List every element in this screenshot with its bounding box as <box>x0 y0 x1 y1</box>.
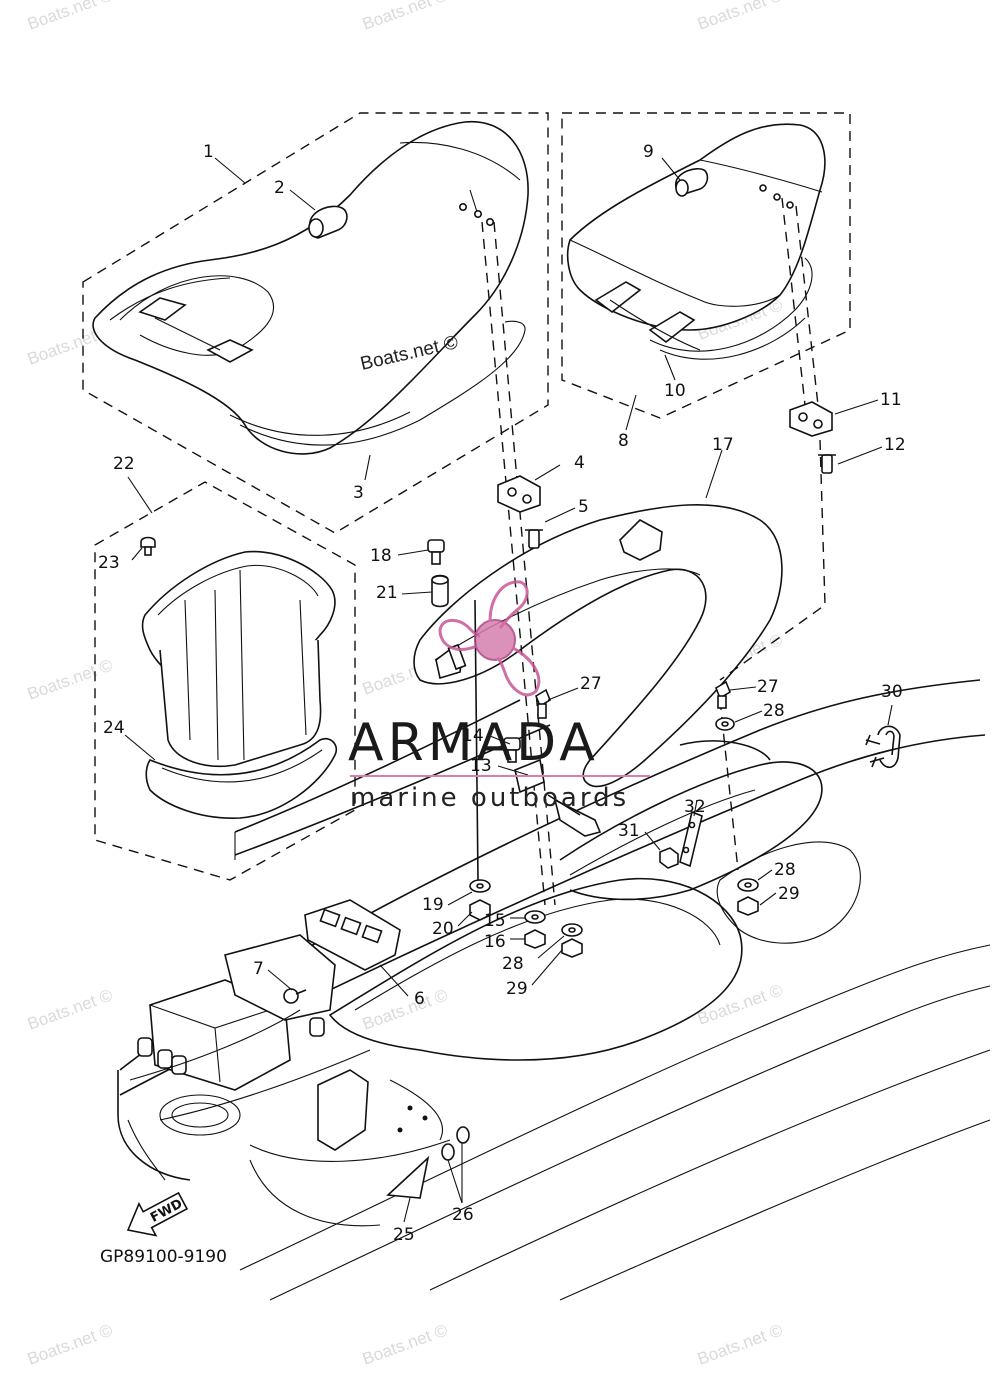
callout-7: 7 <box>253 959 264 979</box>
watermark-tile: Boats.net © <box>360 1320 451 1368</box>
callout-9: 9 <box>643 142 654 162</box>
brand-tagline: marine outboards <box>350 783 629 813</box>
callout-20: 20 <box>432 919 454 939</box>
callout-28a: 28 <box>763 701 785 721</box>
watermark-tile: Boats.net © <box>695 1320 786 1368</box>
rear-seat-group <box>561 112 851 419</box>
callout-23: 23 <box>98 553 120 573</box>
callout-16: 16 <box>484 932 506 952</box>
callout-29b: 29 <box>778 884 800 904</box>
drawing-code: GP89100-9190 <box>100 1247 227 1267</box>
callout-17: 17 <box>712 435 734 455</box>
watermark-tile: Boats.net © <box>25 0 116 34</box>
callout-18: 18 <box>370 546 392 566</box>
callout-3: 3 <box>353 483 364 503</box>
callout-labels: 1 2 3 4 5 6 7 8 9 10 11 12 13 14 15 16 1… <box>98 142 906 1245</box>
watermark-tile: Boats.net © <box>360 0 451 34</box>
callout-13: 13 <box>470 756 492 776</box>
callout-27b: 27 <box>757 677 779 697</box>
storage-box-group <box>94 481 356 881</box>
callout-28c: 28 <box>774 860 796 880</box>
callout-28b: 28 <box>502 954 524 974</box>
callout-14: 14 <box>462 726 484 746</box>
fwd-arrow-icon <box>126 1191 189 1237</box>
front-seat-group: Boats.net © <box>82 112 549 534</box>
watermark-tile: Boats.net © <box>695 0 786 34</box>
callout-22: 22 <box>113 454 135 474</box>
callout-15: 15 <box>484 911 506 931</box>
callout-29a: 29 <box>506 979 528 999</box>
callout-8: 8 <box>618 431 629 451</box>
watermark-tile: Boats.net © <box>25 1320 116 1368</box>
callout-12: 12 <box>884 435 906 455</box>
callout-30: 30 <box>881 682 903 702</box>
callout-19: 19 <box>422 895 444 915</box>
callout-10: 10 <box>664 381 686 401</box>
propeller-icon <box>438 580 541 697</box>
callout-24: 24 <box>103 718 125 738</box>
callout-2: 2 <box>274 178 285 198</box>
callout-11: 11 <box>880 390 902 410</box>
callout-31: 31 <box>618 821 640 841</box>
callout-32: 32 <box>684 797 706 817</box>
leader-lines <box>124 157 893 1223</box>
watermark-tile: Boats.net © <box>25 655 116 703</box>
callout-5: 5 <box>578 497 589 517</box>
watermark-tile: Boats.net © <box>25 985 116 1033</box>
warning-plate <box>386 1155 430 1199</box>
callout-1: 1 <box>203 142 214 162</box>
armada-logo: ARMADA marine outboards <box>348 580 650 813</box>
fwd-arrow: FWD <box>126 1191 189 1237</box>
callout-26: 26 <box>452 1205 474 1225</box>
callout-4: 4 <box>574 453 585 473</box>
hull-deck <box>117 679 991 1301</box>
callout-27a: 27 <box>580 674 602 694</box>
callout-25: 25 <box>393 1225 415 1245</box>
brand-name: ARMADA <box>348 713 599 773</box>
callout-6: 6 <box>414 989 425 1009</box>
callout-21: 21 <box>376 583 398 603</box>
